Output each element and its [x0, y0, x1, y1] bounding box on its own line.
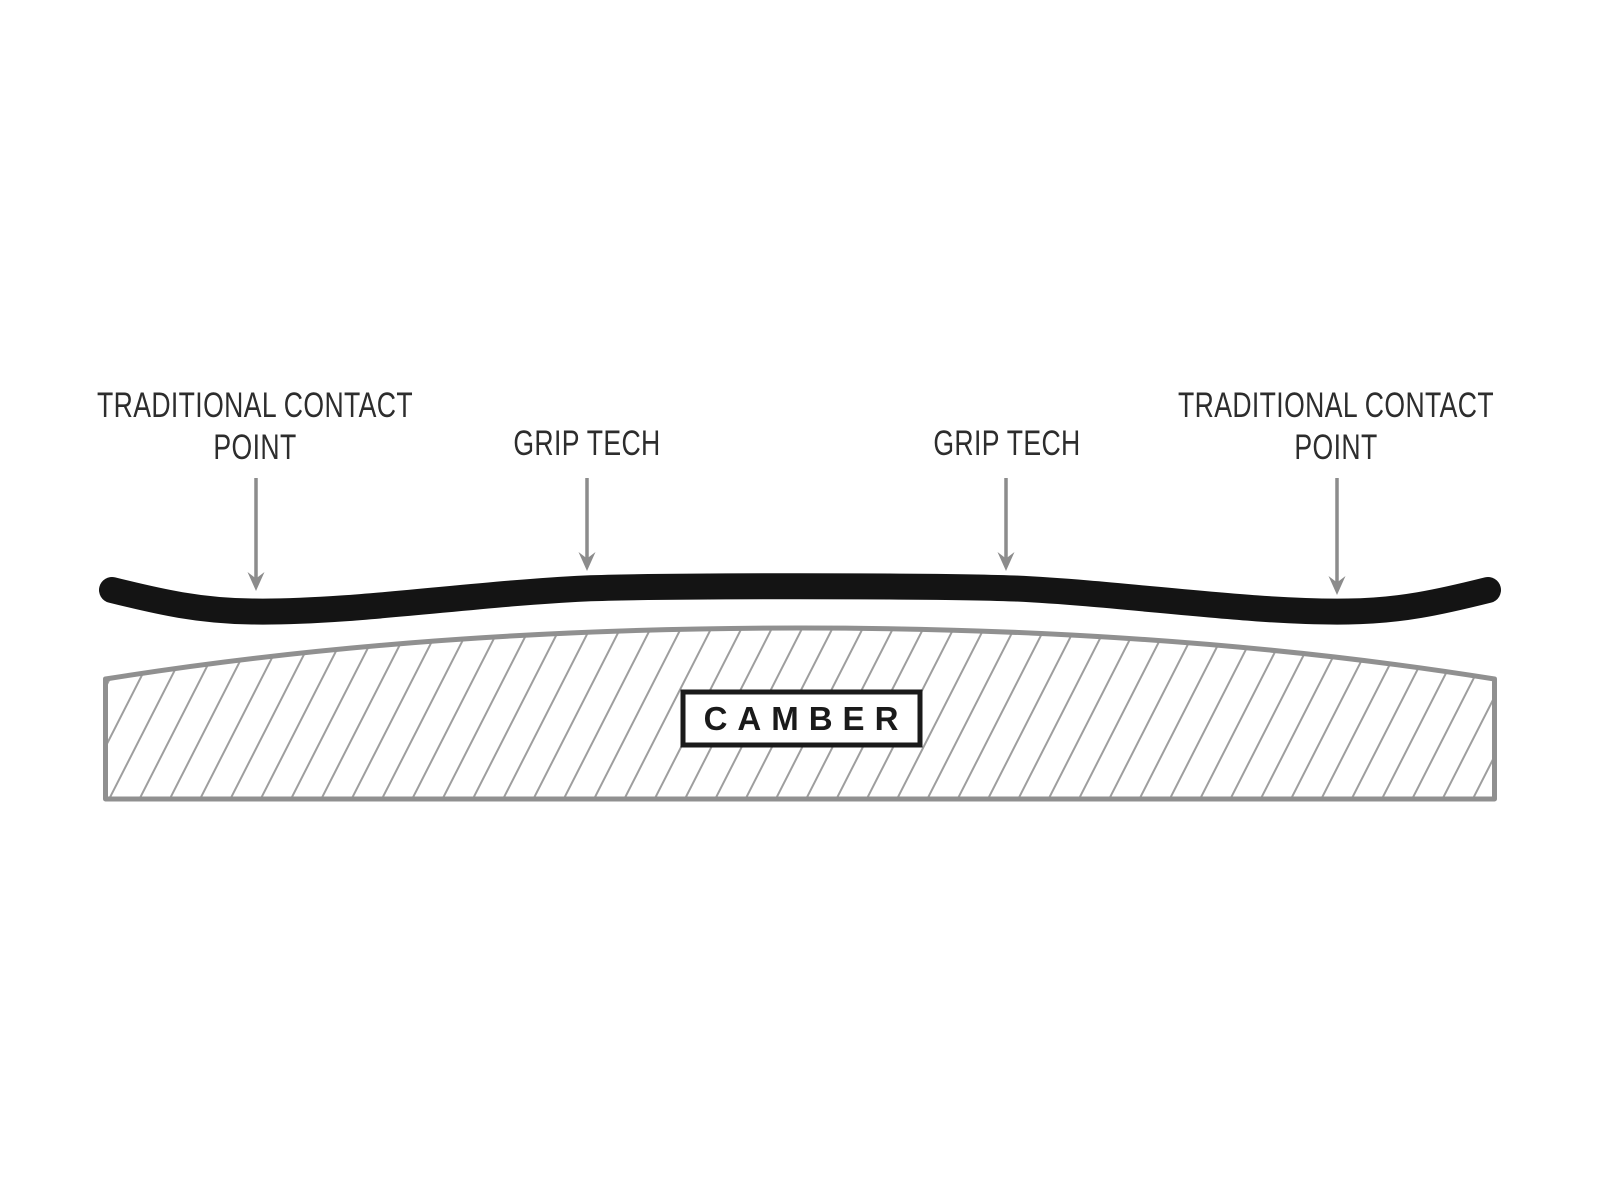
- board-profile-shape: [99, 573, 1501, 625]
- arrow-grip-tech-left: [578, 478, 596, 571]
- arrow-traditional-contact-right: [1328, 478, 1346, 595]
- label-traditional-contact-right-line2: POINT: [1294, 427, 1377, 466]
- label-traditional-contact-left-line2: POINT: [213, 427, 296, 466]
- camber-badge: CAMBER: [680, 689, 923, 748]
- arrow-traditional-contact-left: [247, 478, 265, 591]
- camber-label-box: [680, 689, 923, 748]
- label-traditional-contact-right-line1: TRADITIONAL CONTACT: [1178, 385, 1494, 424]
- label-traditional-contact-left-line1: TRADITIONAL CONTACT: [97, 385, 413, 424]
- arrow-head: [578, 552, 596, 571]
- arrow-head: [997, 552, 1015, 571]
- label-grip-tech-right: GRIP TECH: [933, 423, 1080, 462]
- arrow-head: [1328, 576, 1346, 595]
- camber-label-text: CAMBER: [704, 700, 909, 737]
- arrow-grip-tech-right: [997, 478, 1015, 571]
- arrow-head: [247, 572, 265, 591]
- label-grip-tech-left: GRIP TECH: [513, 423, 660, 462]
